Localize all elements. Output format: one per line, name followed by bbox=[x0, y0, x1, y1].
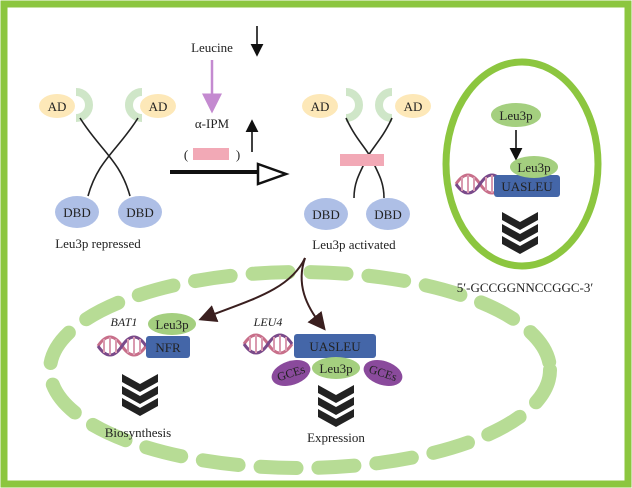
bat1-caption: Biosynthesis bbox=[105, 425, 171, 440]
bat1-leu3p-label: Leu3p bbox=[155, 317, 188, 332]
inset-leu3p-top-label: Leu3p bbox=[499, 108, 532, 123]
bat1-nfr-box bbox=[146, 336, 190, 358]
leu4-leu3p bbox=[312, 357, 360, 379]
inset-leu3p-bound bbox=[510, 156, 558, 178]
leu3p-activated-group: AD AD DBD DBD Leu3p activated bbox=[302, 88, 431, 252]
bat1-group: BAT1 NFR Leu3p Biosynthesis bbox=[96, 313, 196, 440]
repressed-dbd-left bbox=[55, 196, 99, 228]
bat1-gene-label: BAT1 bbox=[111, 315, 138, 329]
leu4-leu3p-label: Leu3p bbox=[319, 361, 352, 376]
activated-dbd-left-label: DBD bbox=[312, 207, 339, 222]
activated-ad-right-label: AD bbox=[404, 99, 423, 114]
activated-ad-left-label: AD bbox=[311, 99, 330, 114]
repressed-linker-b bbox=[87, 117, 139, 197]
repressed-caption: Leu3p repressed bbox=[55, 236, 141, 251]
activated-dbd-right bbox=[366, 198, 410, 230]
leu4-uasleu-box bbox=[294, 334, 376, 358]
repressed-ad-right-bracket bbox=[125, 88, 143, 122]
activated-ad-right-bracket bbox=[375, 88, 393, 122]
activated-caption: Leu3p activated bbox=[312, 237, 396, 252]
inset-leu3p-top bbox=[491, 103, 541, 127]
repressed-dbd-right bbox=[118, 196, 162, 228]
activation-open-arrowhead bbox=[256, 162, 290, 186]
inset-leu3p-bound-label: Leu3p bbox=[517, 160, 550, 175]
uasleu-inset-group: Leu3p UASLEU Leu3p 5′-GCCGGNNCCGGC-3′ bbox=[442, 58, 602, 295]
repressed-ad-left bbox=[39, 94, 75, 118]
alpha-ipm-paren-right: ) bbox=[236, 147, 240, 162]
inset-uasleu-box bbox=[494, 175, 560, 197]
branch-arrow-to-leu4 bbox=[300, 257, 326, 331]
leucine-label: Leucine bbox=[191, 40, 233, 55]
nucleus-dashed-outline bbox=[43, 265, 557, 475]
inset-uasleu-label: UASLEU bbox=[501, 179, 553, 194]
center-signal-group: Leucine α-IPM ( ) bbox=[170, 26, 290, 186]
branch-arrow-to-bat1 bbox=[198, 257, 306, 323]
leu4-group: LEU4 UASLEU GCEs GCEs Leu3p Expression bbox=[242, 315, 403, 445]
activated-ad-left-bracket bbox=[345, 88, 363, 122]
activated-alpha-ipm-box bbox=[340, 154, 384, 166]
leu4-gene-label: LEU4 bbox=[253, 315, 283, 329]
leu4-uasleu-label: UASLEU bbox=[309, 339, 361, 354]
repressed-ad-right-label: AD bbox=[149, 99, 168, 114]
leu4-caption: Expression bbox=[307, 430, 365, 445]
repressed-ad-right bbox=[140, 94, 176, 118]
repressed-dbd-right-label: DBD bbox=[126, 205, 153, 220]
activated-dbd-right-label: DBD bbox=[374, 207, 401, 222]
alpha-ipm-label: α-IPM bbox=[195, 116, 230, 131]
alpha-ipm-pink-box bbox=[193, 148, 229, 160]
leu4-gces-left bbox=[271, 360, 311, 386]
activated-ad-right bbox=[395, 94, 431, 118]
bat1-leu3p bbox=[148, 313, 196, 335]
leu3p-repressed-group: AD AD DBD DBD Leu3p repressed bbox=[39, 88, 176, 251]
bat1-nfr-label: NFR bbox=[155, 340, 181, 355]
inset-consensus-sequence: 5′-GCCGGNNCCGGC-3′ bbox=[457, 280, 594, 295]
leu4-gces-right bbox=[363, 360, 403, 386]
repressed-ad-left-bracket bbox=[75, 88, 93, 122]
repressed-ad-left-label: AD bbox=[48, 99, 67, 114]
activated-dbd-left bbox=[304, 198, 348, 230]
activated-ad-left bbox=[302, 94, 338, 118]
repressed-dbd-left-label: DBD bbox=[63, 205, 90, 220]
alpha-ipm-paren-left: ( bbox=[184, 147, 188, 162]
